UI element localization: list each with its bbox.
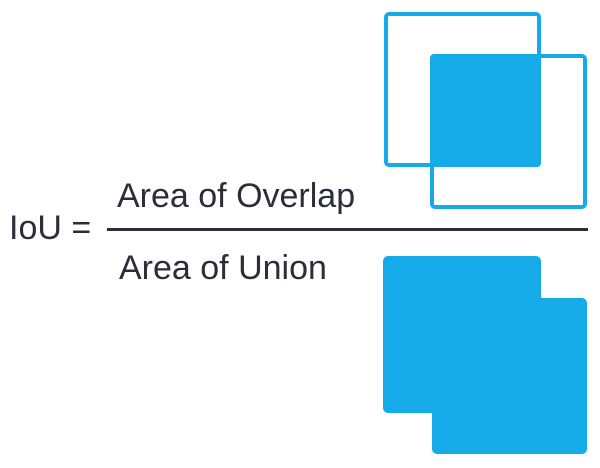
formula-numerator: Area of Overlap — [117, 177, 356, 215]
fraction-bar — [107, 228, 588, 231]
formula-lhs: IoU = — [9, 209, 92, 247]
union-diagram — [383, 256, 587, 454]
overlap-diagram — [384, 12, 587, 209]
intersection-area-fill — [430, 54, 541, 167]
formula-denominator: Area of Union — [119, 249, 327, 287]
union-front-box-fill — [432, 298, 587, 454]
